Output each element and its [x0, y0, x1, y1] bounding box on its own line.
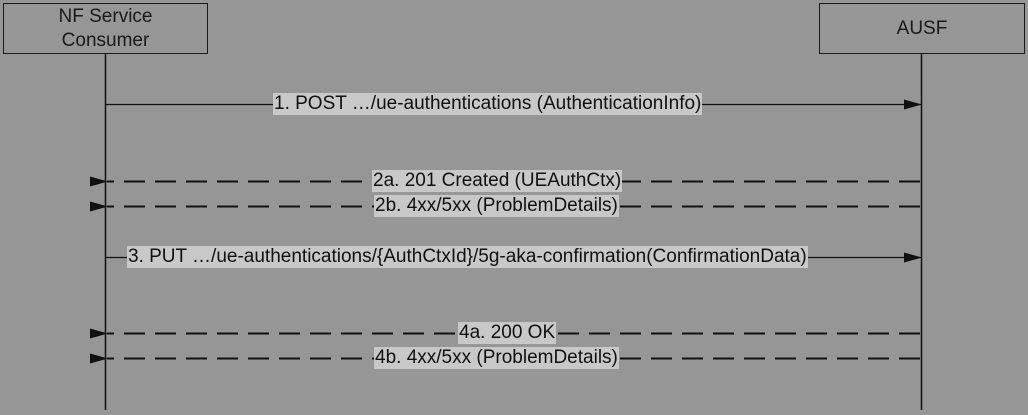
message-label-m4b: 4b. 4xx/5xx (ProblemDetails) [374, 347, 619, 369]
message-label-m4a: 4a. 200 OK [458, 322, 557, 344]
participant-label: NF Service Consumer [58, 5, 153, 51]
message-label-m2b: 2b. 4xx/5xx (ProblemDetails) [374, 195, 619, 217]
message-label-m2a: 2a. 201 Created (UEAuthCtx) [372, 170, 623, 192]
message-label-m3: 3. PUT …/ue-authentications/{AuthCtxId}/… [127, 246, 808, 268]
participant-ausf: AUSF [819, 3, 1025, 54]
message-label-m1: 1. POST …/ue-authentications (Authentica… [273, 93, 703, 115]
participant-nf-service-consumer: NF Service Consumer [3, 3, 208, 54]
participant-label: AUSF [896, 17, 948, 39]
